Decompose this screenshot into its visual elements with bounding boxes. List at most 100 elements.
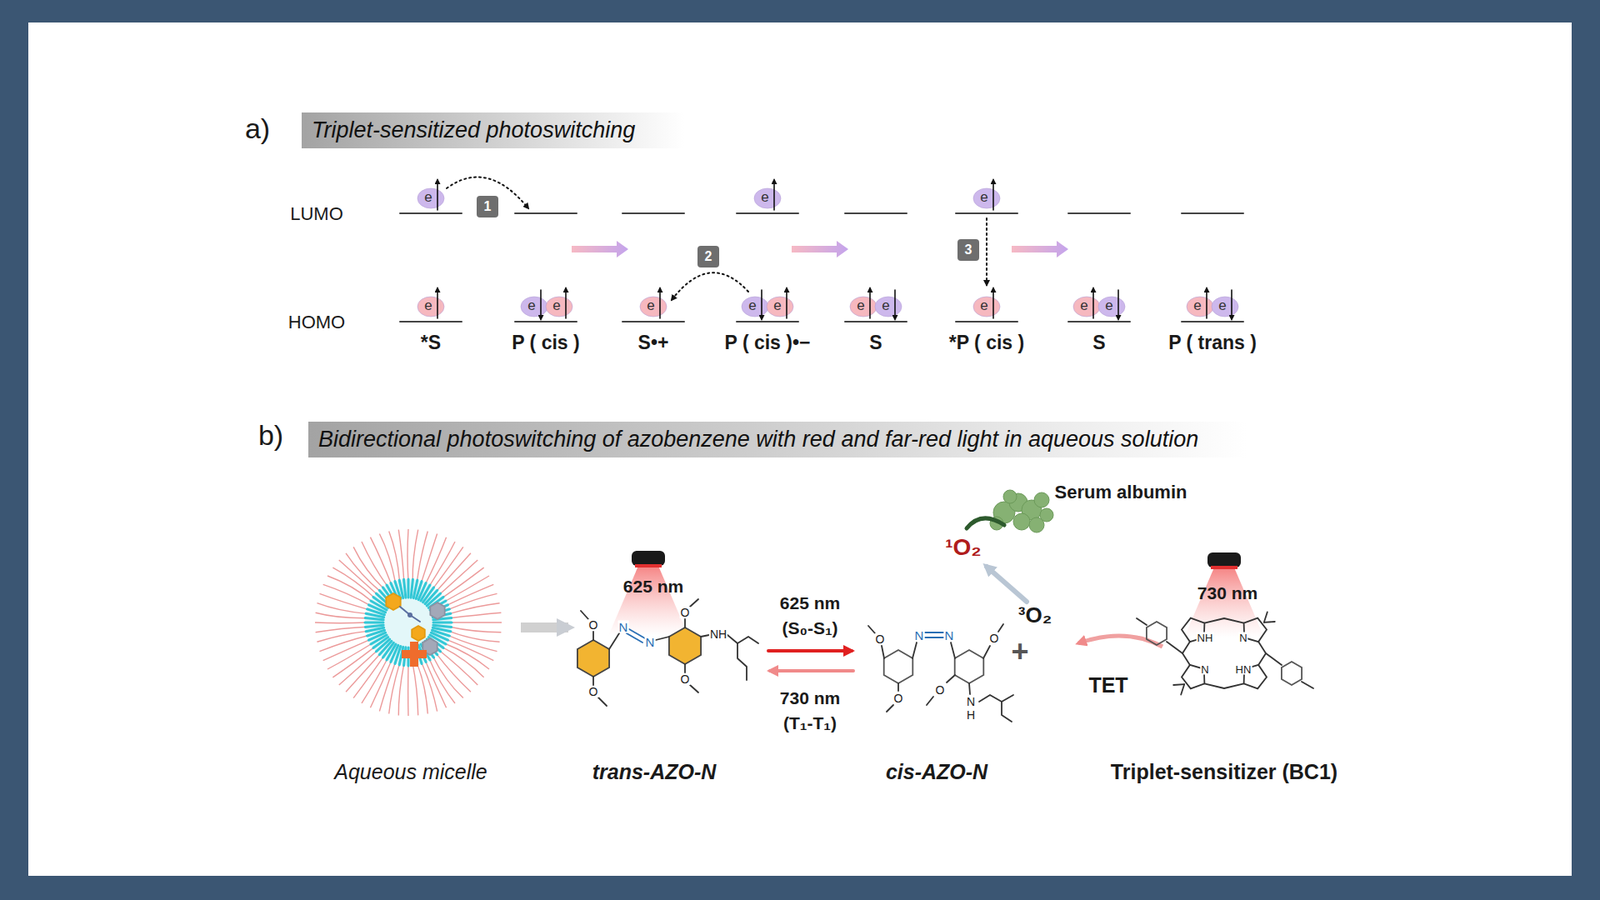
bond-line — [580, 610, 589, 620]
surfactant-tail — [425, 537, 446, 585]
protein-blob — [1003, 490, 1017, 504]
bond-line — [1265, 653, 1282, 665]
state-label: *S — [420, 332, 441, 354]
bond-line — [983, 645, 990, 659]
surfactant-head — [404, 579, 406, 598]
state-label: S — [869, 332, 882, 354]
atom-label: O — [935, 684, 946, 696]
bond-line — [969, 683, 970, 695]
atom-label: O — [893, 692, 905, 705]
surfactant-tail — [370, 537, 391, 585]
electron — [754, 188, 781, 209]
light-beam — [608, 565, 689, 636]
spin-arrow — [1230, 290, 1233, 320]
step-arrow — [571, 240, 629, 258]
electron — [1211, 296, 1239, 317]
benzene-ring — [577, 640, 610, 677]
bond-line — [1136, 618, 1147, 625]
benzene-ring — [669, 627, 701, 665]
spin-arrow — [894, 290, 896, 320]
bond-line — [925, 631, 944, 634]
surfactant-tail — [353, 546, 384, 589]
electron-label: e — [646, 298, 655, 315]
forward-arrow — [768, 649, 852, 653]
lumo-level — [845, 212, 907, 215]
chain-line — [737, 643, 747, 680]
surfactant-head — [407, 579, 410, 598]
surfactant-tail — [446, 639, 495, 660]
transition-label: (S₀-S₁) — [781, 618, 838, 638]
electron — [973, 188, 1000, 209]
surfactant-tail — [327, 643, 373, 670]
atom-label: HN — [1235, 664, 1253, 675]
bond-line — [598, 697, 607, 706]
azo-link — [400, 606, 420, 622]
surfactant-tail — [315, 626, 368, 632]
surfactant-tail — [407, 529, 409, 581]
spin-arrow — [659, 288, 661, 319]
spin-arrow — [785, 288, 788, 319]
backward-arrow — [770, 669, 854, 673]
surfactant-tail — [429, 658, 455, 704]
surfactant-head — [433, 621, 452, 625]
state-label: P ( cis )•− — [725, 332, 811, 354]
electron — [1098, 296, 1125, 317]
singlet-oxygen: ¹O₂ — [945, 535, 982, 561]
atom-label: N — [645, 635, 656, 649]
surfactant-tail — [339, 650, 378, 685]
surfactant-tail — [315, 621, 367, 624]
electron-label: e — [760, 190, 769, 206]
callout-number: 2 — [697, 245, 720, 268]
atom-dot — [407, 612, 413, 618]
spin-arrow — [436, 288, 439, 319]
atom-label: O — [989, 632, 1000, 645]
callout-text: 3 — [965, 242, 973, 258]
electron-label: e — [980, 190, 988, 206]
surfactant-tail — [323, 639, 371, 660]
caption-label: cis-AZO-N — [885, 760, 988, 785]
electron — [640, 296, 667, 317]
state-label: P ( cis ) — [511, 332, 580, 354]
caption-label: Aqueous micelle — [334, 760, 487, 785]
protein-blob — [1040, 508, 1054, 522]
caption-label: Triplet-sensitizer (BC1) — [1110, 760, 1338, 785]
tolyl-ring — [1146, 621, 1167, 645]
bond-line — [925, 636, 944, 639]
methyl-stub — [1264, 620, 1275, 624]
bond-line — [897, 683, 900, 691]
homo-level — [1068, 320, 1130, 323]
chain-line — [727, 635, 759, 644]
sensitizer-cross — [401, 641, 427, 667]
dye-hexagon — [385, 593, 400, 610]
meso-bridge — [1204, 618, 1244, 624]
panel-letter: b) — [258, 420, 284, 451]
atom-label: O — [875, 633, 886, 645]
state-label: *P ( cis ) — [949, 332, 1025, 354]
atom-label: H — [965, 709, 976, 721]
bond-line — [684, 664, 686, 673]
surfactant-tail — [446, 584, 495, 605]
surfactant-tail — [416, 530, 428, 582]
spin-arrow — [565, 288, 567, 319]
surfactant-tail — [319, 593, 369, 610]
surfactant-tail — [444, 643, 490, 670]
tet-label: TET — [1088, 674, 1128, 698]
lamp — [1207, 552, 1241, 568]
surfactant-tail — [435, 553, 470, 592]
surfactant-tail — [339, 560, 378, 595]
surfactant-tail — [345, 553, 380, 592]
benzene-ring — [884, 650, 914, 684]
title-band: Triplet-sensitized photoswitching — [301, 112, 685, 149]
surfactant-tail — [450, 621, 502, 623]
surfactant-tail — [316, 603, 368, 615]
surfactant-tail — [449, 603, 500, 615]
homo-level — [622, 320, 685, 323]
spin-arrow — [540, 290, 542, 320]
surfactant-head — [399, 580, 404, 599]
micelle-core — [365, 579, 452, 666]
surfactant-tail — [441, 646, 484, 677]
electron-transfer-arrow — [671, 272, 749, 300]
homo-level — [736, 320, 799, 323]
meso-bridge — [1182, 641, 1190, 665]
callout-text: 2 — [705, 249, 713, 265]
